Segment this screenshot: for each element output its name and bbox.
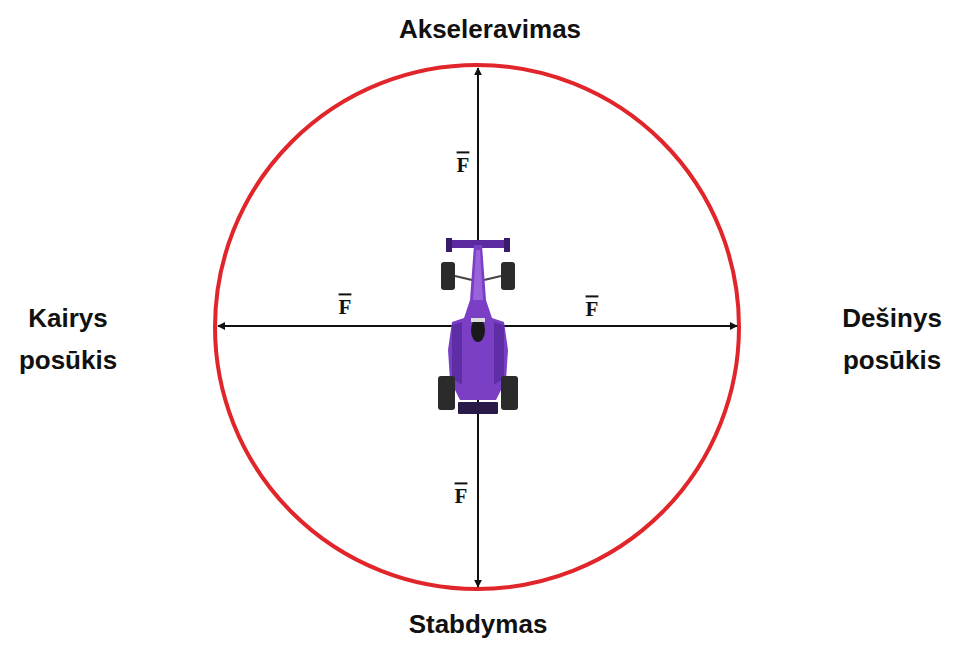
force-arrow [478,325,737,327]
race-car [438,238,518,414]
direction-label: Akseleravimas [360,9,620,51]
force-label: F [337,295,354,320]
direction-label: Stabdymas [348,604,608,646]
force-label: F [584,297,601,322]
force-label: F [455,153,472,178]
force-arrow [218,325,478,327]
direction-label: Dešinys posūkis [833,298,951,381]
grip-circle [215,65,739,589]
direction-label: Kairys posūkis [6,298,130,381]
force-label: F [453,484,470,509]
